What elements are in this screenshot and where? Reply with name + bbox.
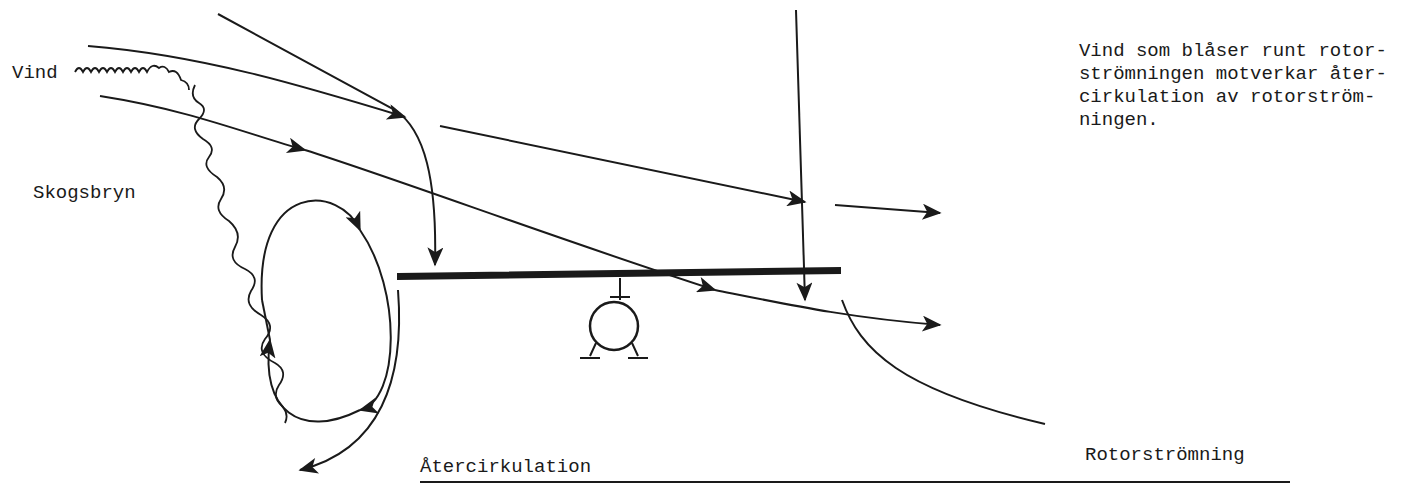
recirculation-loop <box>262 201 400 470</box>
note-text: Vind som blåser runt rotor- strömningen … <box>1079 40 1421 132</box>
wind-streamlines <box>88 10 1045 424</box>
ground-line <box>420 481 1290 483</box>
rotor-flow-label: Rotorströmning <box>1085 444 1245 467</box>
helicopter <box>398 268 840 358</box>
forest-edge <box>75 66 287 423</box>
forest-edge-label: Skogsbryn <box>33 182 136 205</box>
recirculation-label: Återcirkulation <box>420 456 591 479</box>
wind-label: Vind <box>12 62 58 85</box>
